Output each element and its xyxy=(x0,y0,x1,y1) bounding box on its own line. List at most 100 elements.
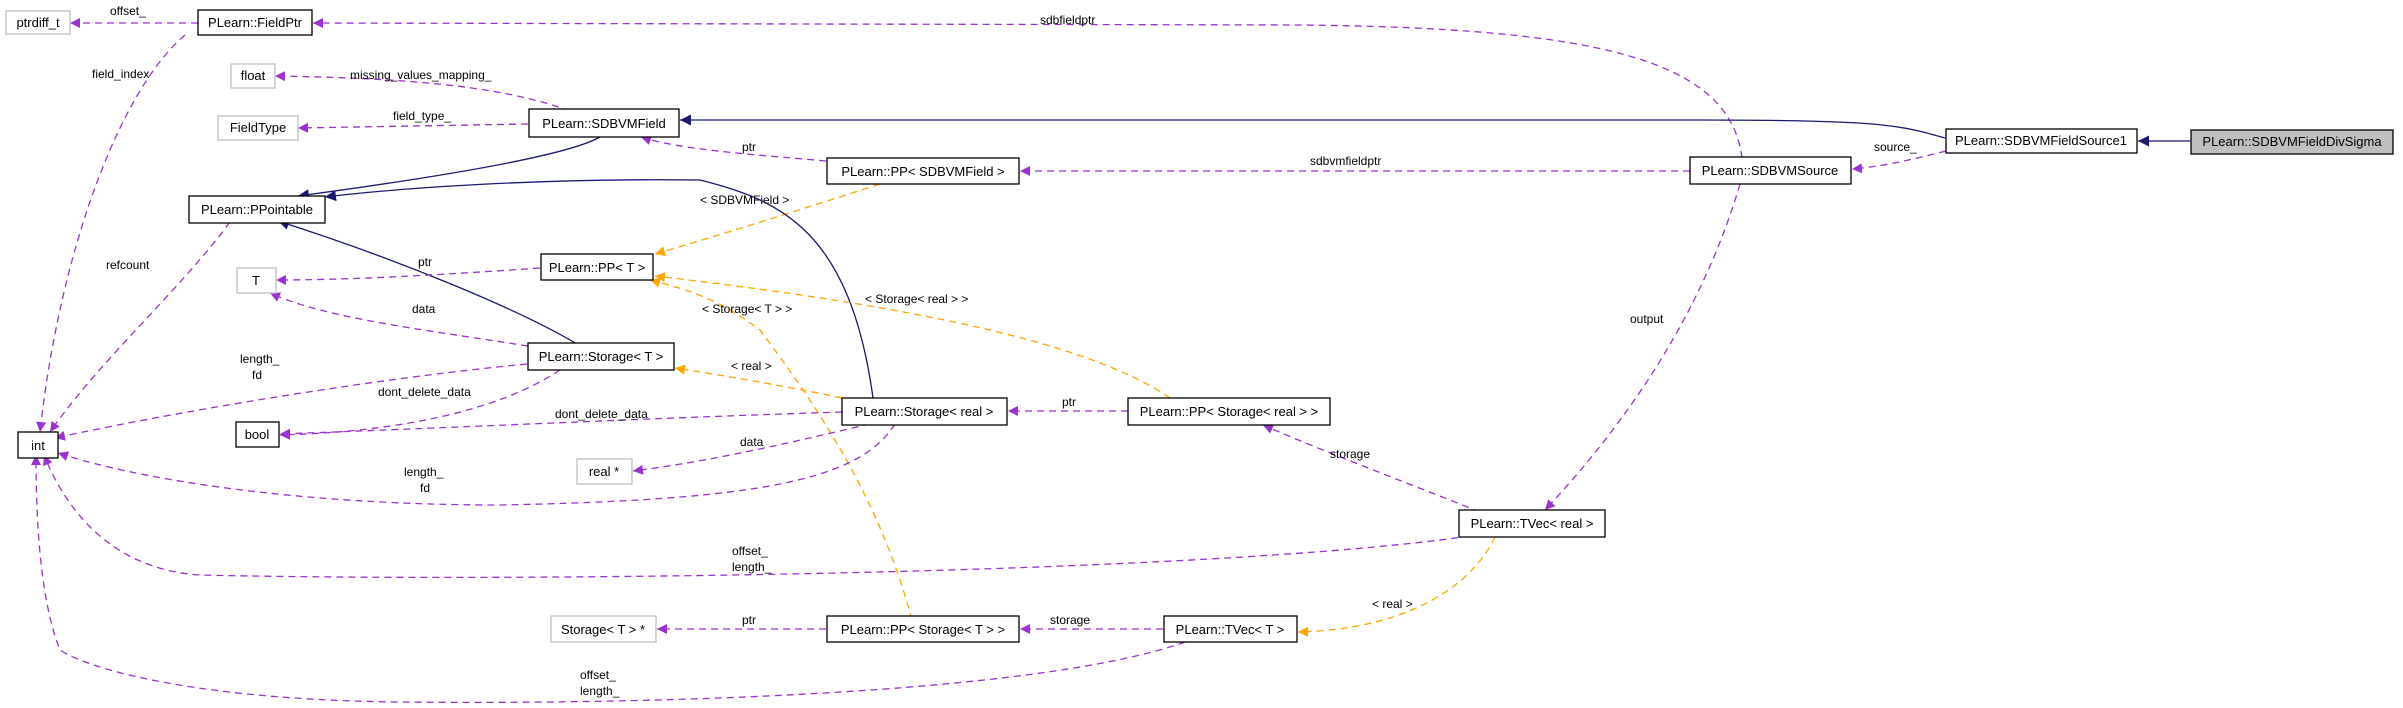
node-label-pp-storage-t: PLearn::PP< Storage< T > > xyxy=(841,622,1005,637)
edge-storage-2: storage xyxy=(1020,613,1163,634)
node-pp-sdbvmfield[interactable]: PLearn::PP< SDBVMField > xyxy=(826,157,1020,185)
edge-label-template-storage-t: < Storage< T > > xyxy=(702,302,792,316)
node-sdbvmfielddivsigma[interactable]: PLearn::SDBVMFieldDivSigma xyxy=(2190,129,2394,155)
edge-storage-1: storage xyxy=(1262,424,1481,513)
edge-label-storage-2: storage xyxy=(1050,613,1090,627)
edge-label-dont-delete-data-2: dont_delete_data xyxy=(555,407,648,421)
node-sdbvmfield[interactable]: PLearn::SDBVMField xyxy=(528,108,680,138)
node-label-storage-real: PLearn::Storage< real > xyxy=(855,404,994,419)
edge-ptr-sdbvmfield: ptr xyxy=(640,135,827,162)
edge-label-storage-1: storage xyxy=(1330,447,1370,461)
node-label-storage-t-ptr: Storage< T > * xyxy=(561,622,645,637)
edge-template-real-storage: < real > xyxy=(674,359,843,399)
edge-length-fd-1: length_ fd xyxy=(54,352,528,441)
node-ptrdiff-t[interactable]: ptrdiff_t xyxy=(5,10,71,35)
edge-label-offset: offset_ xyxy=(110,4,146,18)
edge-label-ptr-sdbvmfield: ptr xyxy=(742,140,756,154)
edge-output: output xyxy=(1544,183,1741,511)
edge-missing-values-mapping: missing_values_mapping_ xyxy=(274,68,571,112)
edge-label-source: source_ xyxy=(1874,140,1917,154)
edge-label-refcount: refcount xyxy=(106,258,150,272)
node-sdbvmsource[interactable]: PLearn::SDBVMSource xyxy=(1689,156,1852,185)
node-label-ppointable: PLearn::PPointable xyxy=(201,202,313,217)
node-label-ptrdiff-t: ptrdiff_t xyxy=(16,15,60,30)
edge-offset-length-1: offset_ length_ xyxy=(43,454,1471,579)
edge-label-data-t: data xyxy=(412,302,436,316)
edge-label-length-fd-2b: fd xyxy=(420,481,430,495)
edge-label-length-fd-1a: length_ xyxy=(240,352,280,366)
edge-offset: offset_ xyxy=(70,4,198,28)
edge-field-index: field_index xyxy=(36,34,186,433)
edge-data-t: data xyxy=(269,292,541,349)
edge-label-length-fd-2a: length_ xyxy=(404,465,444,479)
edge-label-sdbfieldptr: sdbfieldptr xyxy=(1040,13,1095,27)
node-storage-t[interactable]: PLearn::Storage< T > xyxy=(527,342,675,371)
node-label-int: int xyxy=(31,438,45,453)
edge-field-type: field_type_ xyxy=(297,109,529,133)
node-int[interactable]: int xyxy=(17,431,59,459)
edge-label-ptr-storage-real: ptr xyxy=(1062,395,1076,409)
edge-label-template-sdbvmfield: < SDBVMField > xyxy=(700,193,789,207)
node-label-tvec-real: PLearn::TVec< real > xyxy=(1471,516,1594,531)
node-t[interactable]: T xyxy=(236,267,277,294)
edge-ptr-storage-real: ptr xyxy=(1008,395,1128,416)
node-float[interactable]: float xyxy=(230,63,276,89)
edge-label-offset-length-2b: length_ xyxy=(580,684,620,698)
edge-inherit-ppointable-3 xyxy=(324,179,874,399)
node-label-sdbvmfield: PLearn::SDBVMField xyxy=(542,116,666,131)
node-tvec-t[interactable]: PLearn::TVec< T > xyxy=(1163,615,1298,643)
node-label-bool: bool xyxy=(245,427,270,442)
node-ppointable[interactable]: PLearn::PPointable xyxy=(188,195,326,224)
node-pp-storage-real[interactable]: PLearn::PP< Storage< real > > xyxy=(1127,397,1331,426)
edge-data-real: data xyxy=(632,423,871,475)
edge-length-fd-2: length_ fd xyxy=(57,423,896,506)
node-pp-t[interactable]: PLearn::PP< T > xyxy=(540,253,654,281)
node-label-sdbvmfieldsource1: PLearn::SDBVMFieldSource1 xyxy=(1955,133,2127,148)
edge-label-template-storage-real: < Storage< real > > xyxy=(865,292,968,306)
edge-dont-delete-data-2: dont_delete_data xyxy=(279,407,843,439)
edge-label-template-real-storage: < real > xyxy=(731,359,772,373)
node-label-pp-sdbvmfield: PLearn::PP< SDBVMField > xyxy=(841,164,1004,179)
node-label-fieldtype: FieldType xyxy=(230,120,286,135)
node-storage-real[interactable]: PLearn::Storage< real > xyxy=(841,397,1008,426)
edge-inherit-ppointable-1 xyxy=(297,136,601,200)
node-label-pp-storage-real: PLearn::PP< Storage< real > > xyxy=(1140,404,1319,419)
edge-label-field-type: field_type_ xyxy=(393,109,451,123)
node-label-pp-t: PLearn::PP< T > xyxy=(549,260,645,275)
node-label-sdbvmsource: PLearn::SDBVMSource xyxy=(1702,163,1839,178)
edge-label-missing-values-mapping: missing_values_mapping_ xyxy=(350,68,492,82)
node-pp-storage-t[interactable]: PLearn::PP< Storage< T > > xyxy=(826,615,1020,643)
edge-label-ptr-t: ptr xyxy=(418,255,432,269)
edge-label-template-real-tvec: < real > xyxy=(1372,597,1413,611)
node-label-sdbvmfielddivsigma: PLearn::SDBVMFieldDivSigma xyxy=(2202,134,2382,149)
edge-label-ptr-storage-t: ptr xyxy=(742,613,756,627)
node-tvec-real[interactable]: PLearn::TVec< real > xyxy=(1458,509,1606,538)
node-label-tvec-t: PLearn::TVec< T > xyxy=(1176,622,1285,637)
edge-label-data-real: data xyxy=(740,435,764,449)
edge-inherit-ppointable-2 xyxy=(277,219,578,345)
node-storage-t-ptr[interactable]: Storage< T > * xyxy=(550,615,657,643)
edge-ptr-t: ptr xyxy=(275,255,541,285)
edge-sdbvmfieldptr: sdbvmfieldptr xyxy=(1020,154,1690,176)
node-label-fieldptr: PLearn::FieldPtr xyxy=(208,15,303,30)
node-sdbvmfieldsource1[interactable]: PLearn::SDBVMFieldSource1 xyxy=(1945,128,2138,154)
node-bool[interactable]: bool xyxy=(235,421,280,448)
edge-refcount: refcount xyxy=(49,221,231,433)
edge-label-field-index: field_index xyxy=(92,67,149,81)
node-fieldtype[interactable]: FieldType xyxy=(217,115,299,141)
node-label-storage-t: PLearn::Storage< T > xyxy=(539,349,664,364)
edge-template-storage-real: < Storage< real > > xyxy=(654,272,1171,399)
edge-sdbfieldptr: sdbfieldptr xyxy=(312,13,1743,159)
edge-label-offset-length-1b: length_ xyxy=(732,560,772,574)
node-label-t: T xyxy=(252,273,260,288)
edge-label-length-fd-1b: fd xyxy=(252,368,262,382)
edge-label-sdbvmfieldptr: sdbvmfieldptr xyxy=(1310,154,1381,168)
node-fieldptr[interactable]: PLearn::FieldPtr xyxy=(197,9,313,36)
edge-template-real-tvec: < real > xyxy=(1297,536,1496,637)
node-real-ptr[interactable]: real * xyxy=(576,458,633,485)
node-label-float: float xyxy=(241,68,266,83)
edge-source: source_ xyxy=(1851,140,1947,174)
edge-label-offset-length-1a: offset_ xyxy=(732,544,768,558)
edge-label-offset-length-2a: offset_ xyxy=(580,668,616,682)
